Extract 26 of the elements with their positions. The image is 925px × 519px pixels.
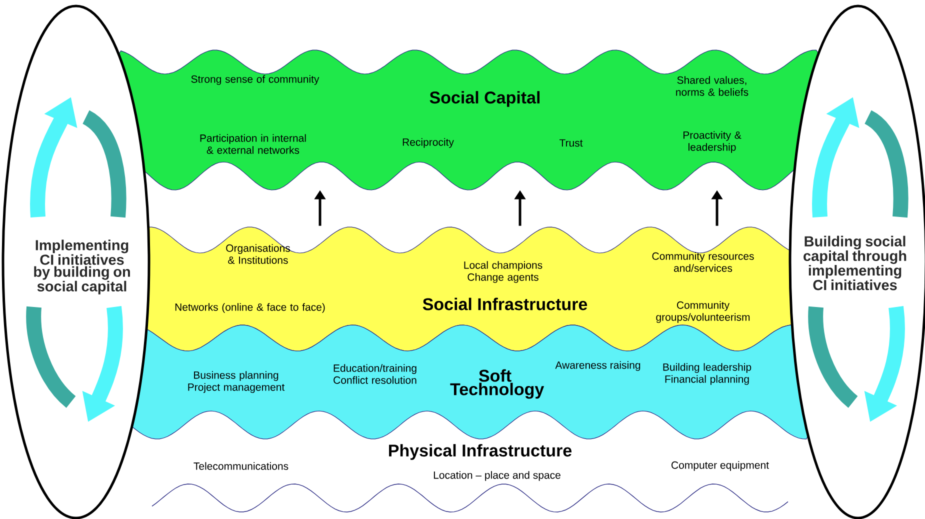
item-text: Local champions Change agents [464, 261, 542, 283]
item-text: Shared values, norms & beliefs [676, 76, 748, 96]
item-text: Reciprocity [402, 138, 454, 148]
item-text: Strong sense of community [191, 75, 320, 85]
item-text: Organisations & Institutions [226, 244, 290, 264]
item-text: Awareness raising [555, 361, 640, 371]
item-text: Building leadership Financial planning [663, 363, 752, 385]
band-title: Social Infrastructure [422, 298, 588, 310]
item-text: Trust [559, 139, 583, 147]
item-text: Community groups/volunteerism [656, 301, 750, 323]
item-text: Location – place and space [434, 471, 560, 481]
item-text: Business planning Project management [188, 371, 285, 393]
item-text: Education/training Conflict resolution [334, 364, 416, 384]
item-text: Proactivity & leadership [684, 131, 742, 153]
ellipse-text: Implementing CI initiatives by building on social capital [34, 240, 130, 294]
wavy-band [131, 324, 809, 440]
band-title: Social Capital [430, 91, 540, 107]
item-text: Participation in internal & external networks [200, 134, 306, 154]
item-text: Community resources and/services [652, 252, 754, 272]
band-title: Soft Technology [450, 369, 544, 399]
item-text: Computer equipment [672, 461, 769, 471]
item-text: Telecommunications [194, 462, 288, 470]
wavy-band [152, 484, 788, 512]
ellipse-text: Building social capital through implementing CI initiatives [804, 236, 906, 290]
item-text: Networks (online & face to face) [175, 303, 325, 313]
band-title: Physical Infrastructure [389, 444, 572, 460]
